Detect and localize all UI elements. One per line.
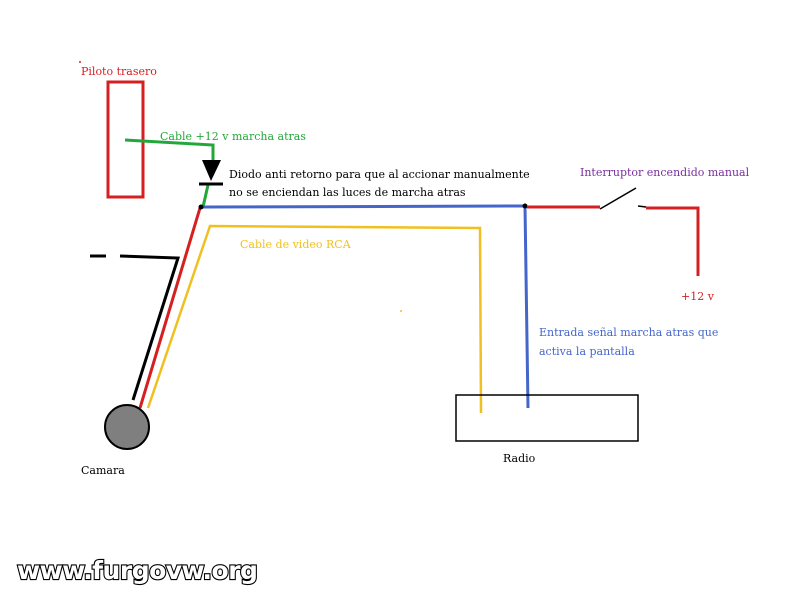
switch-contact [637,205,647,208]
red-wire-12v [646,206,700,276]
green-cable-lower [201,184,210,208]
camera-icon [104,404,150,450]
red-wire-camera [138,207,202,409]
label-cable-video: Cable de video RCA [240,238,352,251]
junction-left [198,204,204,210]
label-entrada-line1: Entrada señal marcha atras que [539,326,718,339]
black-wire [119,254,181,401]
yellow-video-cable [146,224,483,414]
label-plus12v: +12 v [681,290,715,303]
junction-right [522,203,528,209]
green-cable [124,138,215,162]
label-piloto-trasero: Piloto trasero [81,65,157,78]
label-entrada-line2: activa la pantalla [539,345,635,358]
dot-mark [79,61,81,63]
diode-icon [202,160,221,181]
label-radio: Radio [503,452,536,465]
label-camara: Camara [81,464,125,477]
stray-dot [400,310,402,312]
label-cable-12v: Cable +12 v marcha atras [160,130,306,143]
piloto-trasero-box [106,80,145,199]
radio-box [455,394,639,442]
label-diodo-line1: Diodo anti retorno para que al accionar … [229,168,530,181]
label-diodo-line2: no se enciendan las luces de marcha atra… [229,186,466,199]
switch-lever [599,187,637,210]
label-interruptor: Interruptor encendido manual [580,166,750,179]
watermark: www.furgovw.org [17,556,257,585]
